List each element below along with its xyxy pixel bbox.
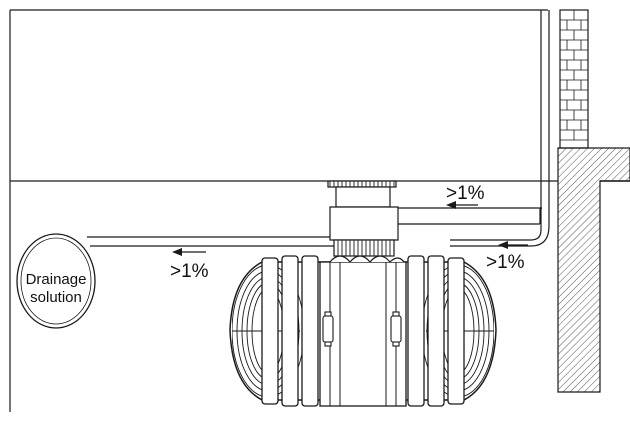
drainage-label-line1: Drainage — [26, 271, 87, 288]
slope-arrow-top — [446, 201, 478, 209]
slope-label-left: >1% — [170, 261, 209, 282]
downpipe — [450, 10, 550, 247]
slope-arrow-left — [172, 248, 206, 256]
filter-dome — [327, 180, 399, 257]
slope-label-right: >1% — [486, 252, 525, 273]
building-wall — [557, 9, 630, 393]
underground-tank — [229, 255, 497, 407]
slope-arrow-right — [498, 241, 528, 249]
overflow-pipe — [87, 236, 338, 247]
slope-label-top: >1% — [446, 183, 485, 204]
drainage-label-line2: solution — [30, 289, 82, 306]
drainage-solution: Drainage solution — [16, 233, 96, 329]
frame — [9, 9, 548, 412]
